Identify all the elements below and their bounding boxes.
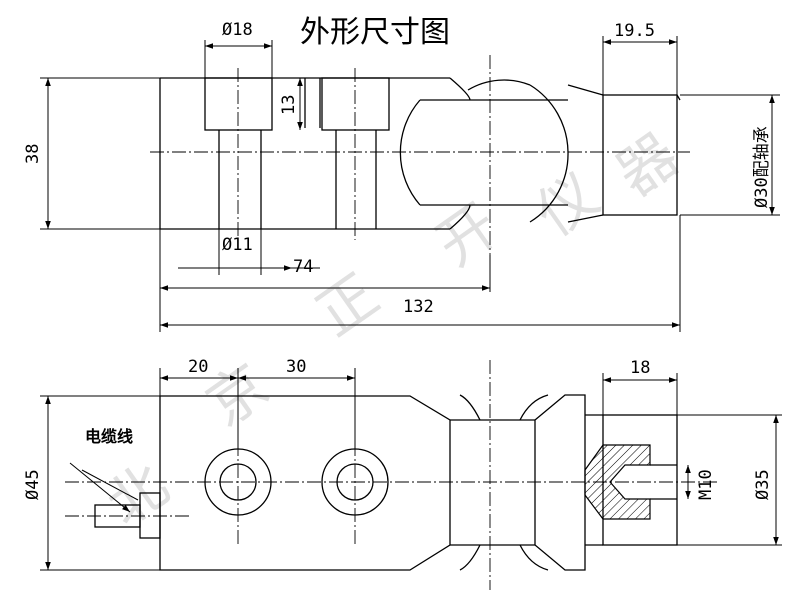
dim-bearing-len: 19.5	[614, 21, 655, 41]
dim-length: 132	[403, 297, 434, 317]
watermark-char: 器	[604, 120, 691, 209]
bottom-view: 电缆线 20 30 Ø45 18 M10 Ø35	[23, 357, 782, 590]
dim-width: Ø45	[23, 469, 43, 500]
dim-spacing: 74	[293, 257, 313, 277]
dim-bearing-dia: Ø30配轴承	[752, 126, 772, 208]
dim-top-dia: Ø18	[222, 20, 253, 40]
drawing-title: 外形尺寸图	[300, 15, 450, 50]
watermark-char: 开	[424, 190, 511, 279]
dim-nut-len: 18	[630, 358, 650, 378]
dim-thread: M10	[696, 469, 716, 500]
dim-offset: 20	[188, 357, 208, 377]
label-cable: 电缆线	[85, 427, 133, 446]
top-view: Ø18 13 38 Ø11 74 132 19.5 Ø30配轴承	[23, 20, 780, 332]
dim-hole-dia: Ø11	[222, 235, 253, 255]
dim-depth: 13	[279, 95, 299, 115]
dim-pitch: 30	[286, 357, 306, 377]
dim-nut-dia: Ø35	[753, 469, 773, 500]
dim-height: 38	[23, 144, 43, 164]
watermark-char: 北	[94, 450, 181, 539]
watermark-char: 正	[304, 260, 391, 349]
